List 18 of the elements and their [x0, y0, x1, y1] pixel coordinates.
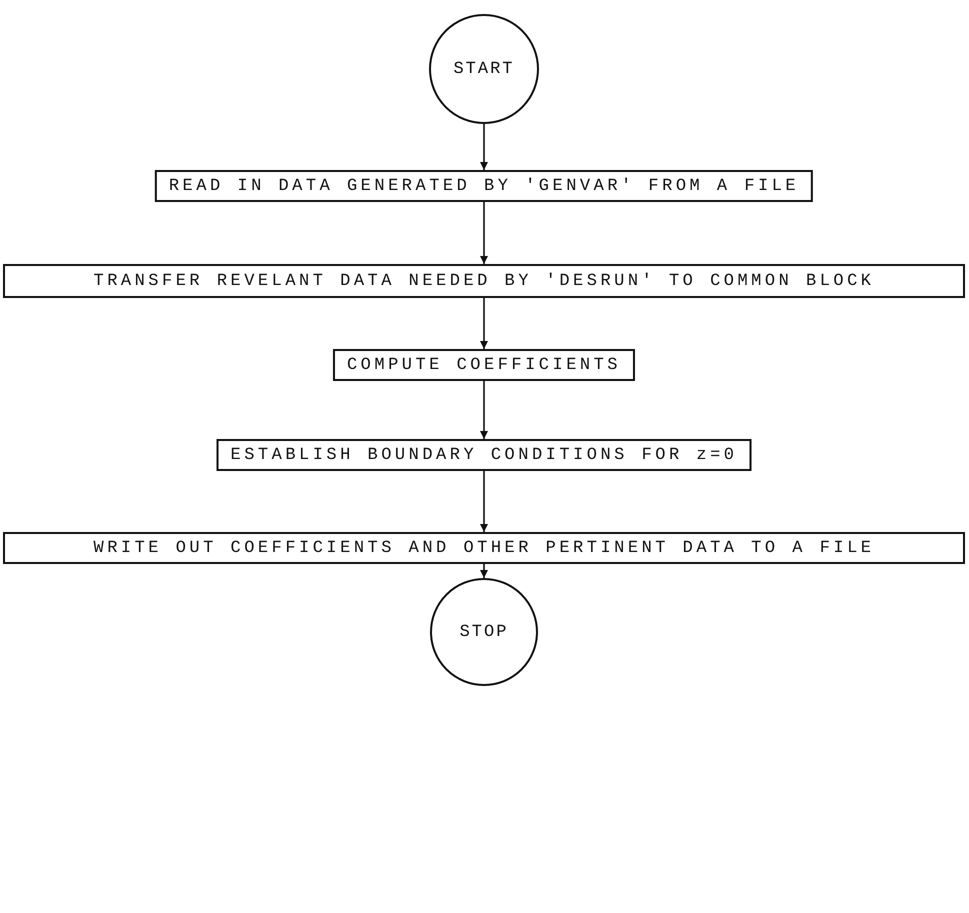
- process-box: [3, 264, 965, 298]
- process-box: [332, 349, 636, 381]
- node-text: TRANSFER REVELANT DATA NEEDED BY 'DESRUN' TO COMMON BLOCK: [94, 272, 874, 290]
- process-box: [154, 170, 814, 202]
- arrow: [480, 564, 488, 578]
- node-text: COMPUTE COEFFICIENTS: [346, 356, 622, 374]
- node-text: ESTABLISH BOUNDARY CONDITIONS FOR z=0: [230, 446, 738, 464]
- arrow: [480, 471, 488, 532]
- node-text: START: [453, 60, 514, 78]
- arrow: [480, 202, 488, 264]
- process-box: [216, 439, 752, 471]
- process-box: [3, 532, 965, 564]
- node-text: WRITE OUT COEFFICIENTS AND OTHER PERTINENT DATA TO A FILE: [94, 538, 874, 558]
- arrow: [480, 124, 488, 170]
- node-text: STOP: [460, 622, 508, 642]
- arrow: [480, 381, 488, 439]
- node-text: READ IN DATA GENERATED BY 'GENVAR' FROM A FILE: [168, 176, 800, 196]
- arrow: [480, 298, 488, 349]
